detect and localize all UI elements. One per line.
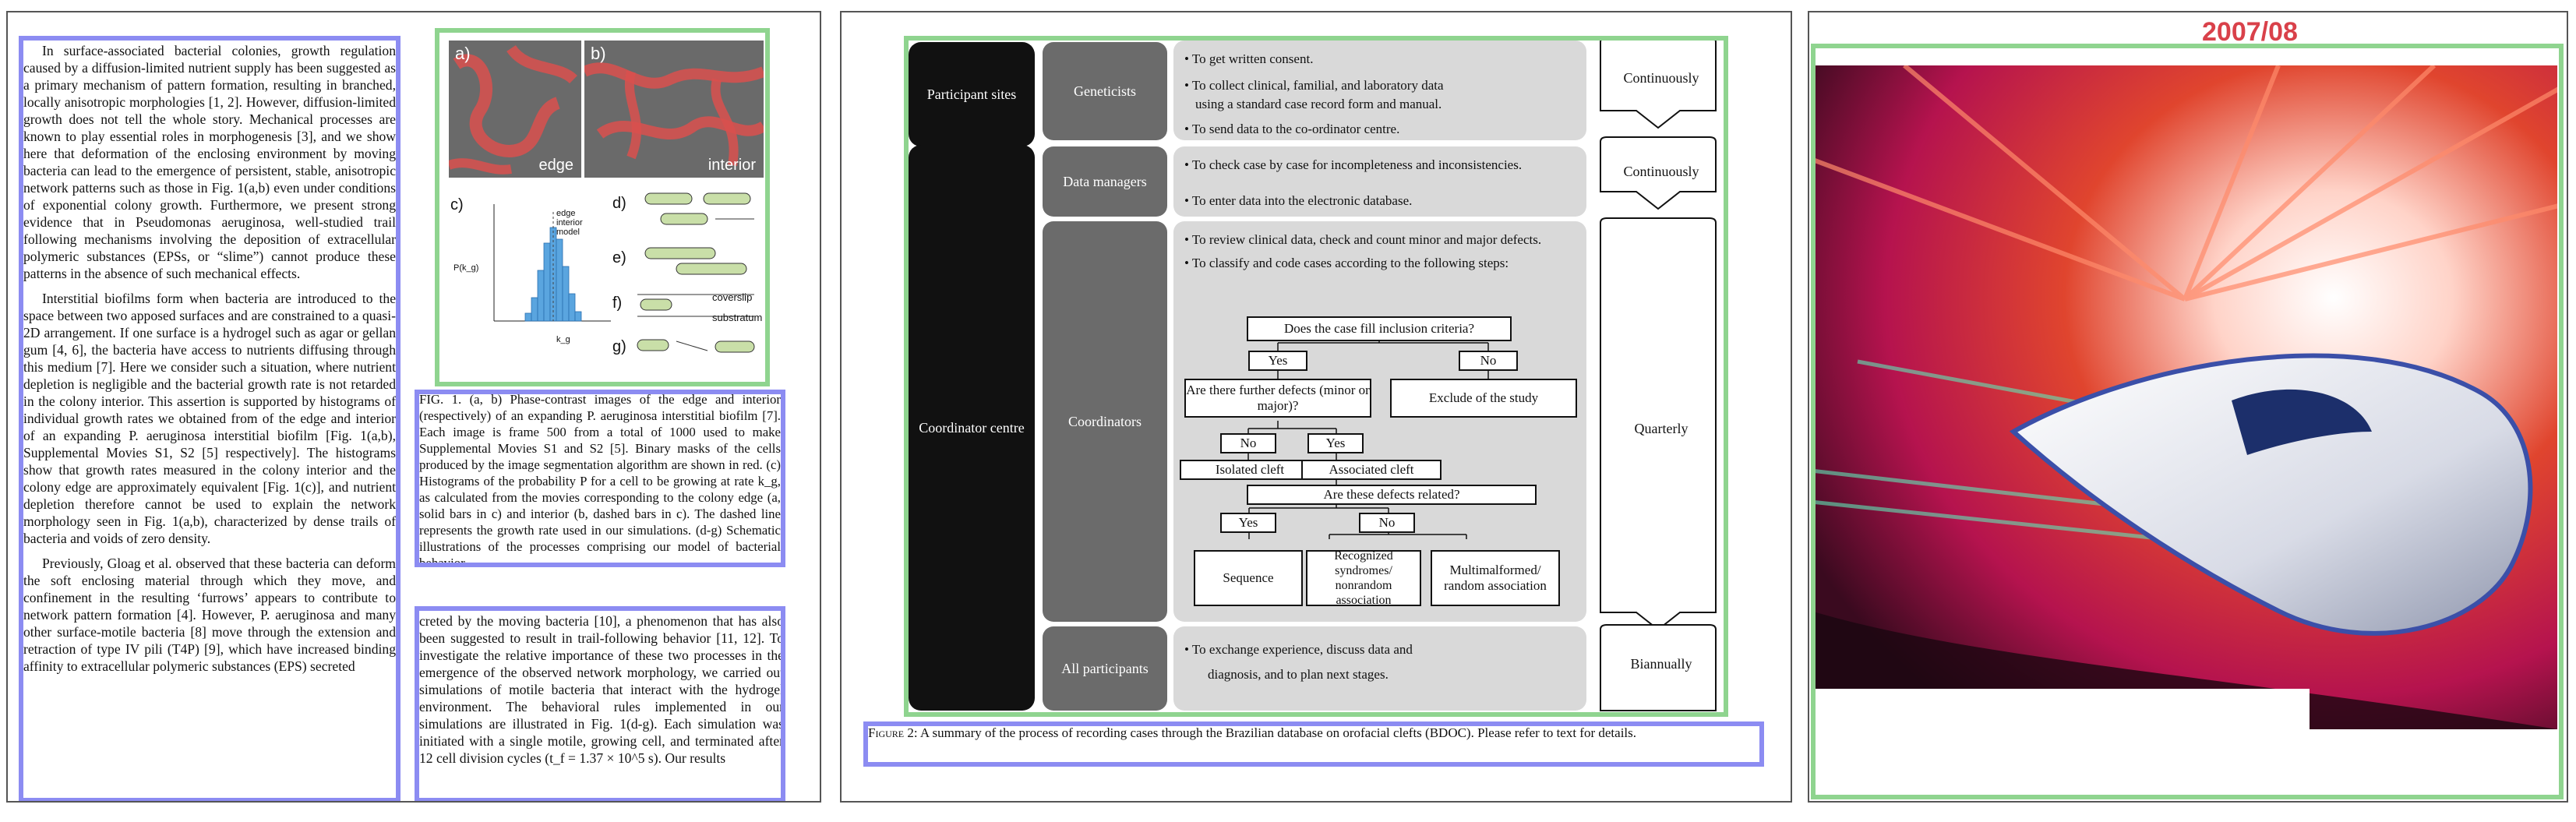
legend-model: model [556,228,580,237]
label-interior: interior [708,157,756,174]
role-geneticists: Geneticists [1043,42,1167,140]
flow-yes: Yes [1307,433,1364,453]
segmentation-mask-interior [584,62,764,166]
figure-2-caption: Figure 2: A summary of the process of re… [868,725,1758,764]
task-line: • To exchange experience, discuss data a… [1184,642,1413,657]
flow-recognized-syndromes: Recognized syndromes/ nonrandom associat… [1306,549,1421,607]
panel-label-d: d) [612,195,626,212]
schematic-d [644,192,754,225]
frequency-data-managers: Continuously [1623,164,1699,179]
task-line: • To classify and code cases according t… [1184,256,1509,270]
task-line: using a standard case record form and ma… [1195,97,1442,111]
flow-related-question: Are these defects related? [1247,485,1537,505]
paragraph: Interstitial biofilms form when bacteria… [23,291,396,546]
left-column-text: In surface-associated bacterial colonies… [23,42,396,798]
task-line: • To collect clinical, familial, and lab… [1184,78,1444,93]
micrograph-interior: b) interior [584,41,764,178]
caption-prefix: Figure 2: [868,725,918,740]
frequency-coordinators: Quarterly [1634,421,1689,436]
histogram-legend: edge interior model [556,209,583,237]
flow-yes: Yes [1248,351,1307,371]
schematic-g [637,339,755,353]
paragraph: In surface-associated bacterial colonies… [23,43,396,281]
flow-sequence: Sequence [1194,550,1303,606]
right-column-text: creted by the moving bacteria [10], a ph… [419,613,784,766]
tasks-all-participants: • To exchange experience, discuss data a… [1173,626,1586,711]
task-line: • To get written consent. [1184,51,1314,66]
date-label: 2007/08 [2202,17,2298,47]
schematic-f [637,294,754,317]
growth-rate-histogram [493,204,611,322]
participant-sites-block: Participant sites [909,42,1035,146]
tasks-geneticists: • To get written consent. • To collect c… [1173,41,1586,140]
role-all-participants: All participants [1043,626,1167,711]
panel-label-f: f) [612,295,623,312]
role-coordinators: Coordinators [1043,221,1167,622]
flow-isolated-cleft: Isolated cleft [1180,460,1320,480]
speed-train-artwork [1811,65,2557,729]
left-paper-page: In surface-associated bacterial colonies… [6,11,821,803]
label-substratum: substratum [712,312,763,323]
flow-inclusion-question-text: Does the case fill inclusion criteria? [1247,316,1512,341]
flow-no: No [1459,351,1518,371]
task-line: • To review clinical data, check and cou… [1184,232,1542,247]
legend-interior: interior [556,218,583,228]
histogram-x-label: k_g [556,335,570,344]
histogram-y-label: P(k_g) [453,263,479,273]
frequency-arrows [1600,37,1717,711]
panel-label-g: g) [612,338,626,355]
figure-1: a) edge b) interior c) [439,30,767,380]
frequency-geneticists: Continuously [1623,70,1699,86]
segmentation-mask-edge [449,44,577,175]
label-coverslip: coverslip [712,291,753,303]
tasks-data-managers: • To check case by case for incompletene… [1173,146,1586,217]
role-data-managers: Data managers [1043,146,1167,217]
middle-paper-page: Participant sites Coordinator centre Gen… [840,11,1792,803]
micrograph-edge: a) edge [449,41,581,178]
flow-multimalformed: Multimalformed/ random association [1431,550,1560,606]
task-line: • To enter data into the electronic data… [1184,193,1413,208]
legend-edge: edge [556,209,576,218]
flow-further-defects-question: Are there further defects (minor or majo… [1184,379,1371,418]
task-line: • To check case by case for incompletene… [1184,157,1523,172]
panel-label-c: c) [450,196,464,213]
caption-text: A summary of the process of recording ca… [919,725,1637,740]
flow-yes: Yes [1220,513,1276,533]
task-line: diagnosis, and to plan next stages. [1208,667,1389,682]
panel-label-b: b) [591,44,606,63]
panel-label-e: e) [612,249,626,266]
schematic-e [644,247,747,275]
frequency-all-participants: Biannually [1630,656,1692,672]
flow-exclude: Exclude of the study [1390,379,1577,418]
right-poster-page: 2007/08 [1808,11,2568,803]
figure-1-caption: FIG. 1. (a, b) Phase-contrast images of … [419,392,781,564]
flow-no: No [1359,513,1415,533]
flow-associated-cleft: Associated cleft [1301,460,1442,480]
panel-label-a: a) [455,44,471,63]
label-edge: edge [538,157,574,174]
paragraph: Previously, Gloag et al. observed that t… [23,556,396,674]
coordinator-centre-block: Coordinator centre [909,145,1035,711]
flow-no: No [1220,433,1276,453]
task-line: • To send data to the co-ordinator centr… [1184,122,1400,136]
